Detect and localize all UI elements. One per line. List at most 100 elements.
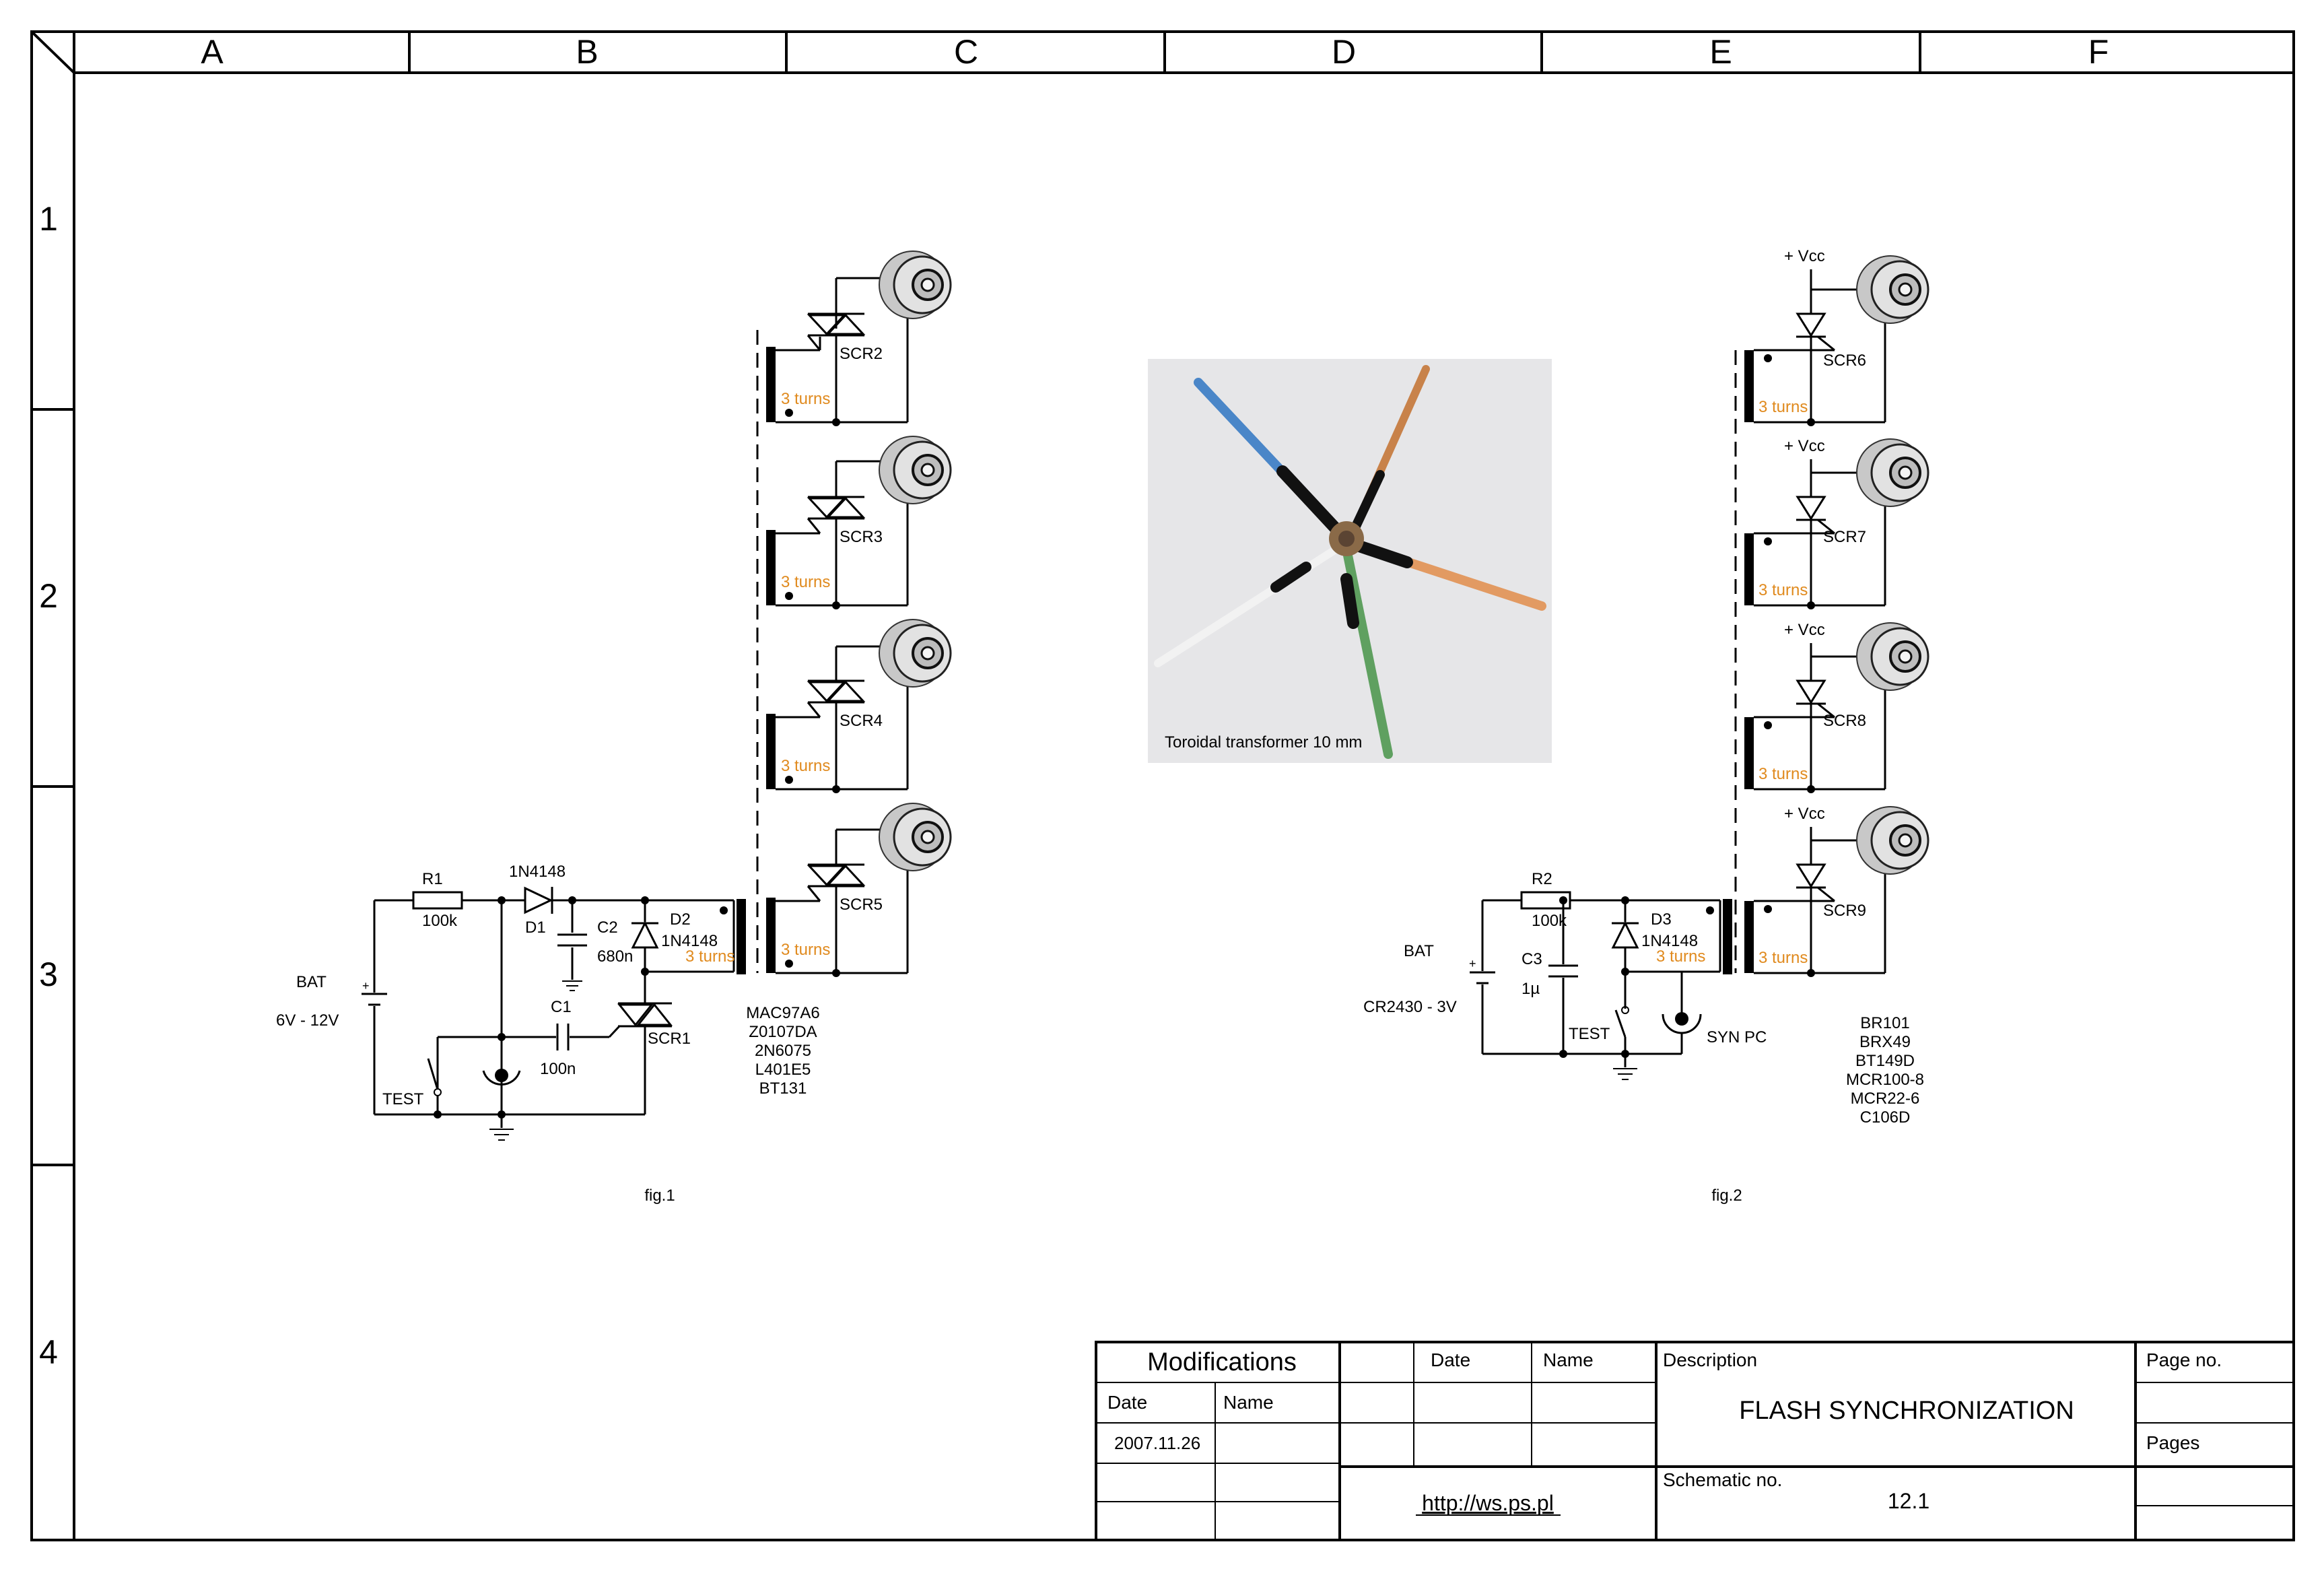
scr-label: SCR9: [1823, 902, 1866, 920]
d2-type: 1N4148: [661, 932, 718, 950]
mod-date-value: 2007.11.26: [1114, 1433, 1200, 1453]
scr-label: SCR3: [840, 528, 883, 546]
row-labels: 1 2 3 4: [39, 200, 58, 1371]
scr-label: SCR6: [1823, 352, 1866, 370]
column-label: C: [954, 33, 978, 71]
fig1-caption: fig.1: [644, 1186, 675, 1205]
column-label: B: [576, 33, 598, 71]
slave-turns-label: 3 turns: [781, 941, 830, 959]
thyristor-type: BRX49: [1859, 1033, 1911, 1051]
toroid-photo: Toroidal transformer 10 mm: [1148, 359, 1552, 763]
vcc-label: + Vcc: [1784, 805, 1825, 823]
flash-socket: [1856, 255, 1929, 324]
slave-turns-label: 3 turns: [781, 390, 830, 408]
syn-pc-label: SYN PC: [1707, 1028, 1767, 1046]
fig1-circuit: + BAT 6V - 12V R1 100k 1N4148 D1 C2 680n: [276, 330, 820, 1205]
column-label: D: [1332, 33, 1356, 71]
slave-turns-label: 3 turns: [781, 757, 830, 775]
fig2-slave-3: 3 turns + Vcc SCR8: [1744, 621, 1929, 793]
fig2-slave-2: 3 turns + Vcc SCR7: [1744, 437, 1929, 609]
c2-label: C2: [597, 918, 618, 937]
mod-date-header: Date: [1107, 1392, 1147, 1413]
battery-voltage: CR2430 - 3V: [1363, 998, 1457, 1016]
sync-socket: [482, 1069, 521, 1086]
test-label: TEST: [1569, 1025, 1610, 1043]
d2-label: D2: [670, 910, 691, 929]
c3-label: C3: [1522, 950, 1542, 968]
flash-socket: [1856, 622, 1929, 691]
diode-d3: [1611, 900, 1639, 972]
row-label: 2: [39, 577, 58, 615]
thyristor-type: BT149D: [1855, 1052, 1915, 1070]
d1-type: 1N4148: [509, 863, 566, 881]
column-labels: A B C D E F: [201, 33, 2109, 71]
fig2-slave-1: 3 turns + Vcc SCR6: [1744, 247, 1929, 426]
mod-name-header: Name: [1223, 1392, 1274, 1413]
slave-turns-label: 3 turns: [1758, 765, 1808, 783]
main-turns-label: 3 turns: [685, 947, 734, 966]
fig2-circuit: + BAT CR2430 - 3V R2 100k C3 1µ D3 1N: [1363, 350, 1924, 1205]
schematic-no-header: Schematic no.: [1663, 1469, 1782, 1490]
photo-caption: Toroidal transformer 10 mm: [1165, 733, 1362, 751]
flash-socket: [879, 250, 952, 319]
triac-type: Z0107DA: [749, 1023, 817, 1041]
flash-socket: [879, 436, 952, 504]
triac-type: 2N6075: [755, 1042, 811, 1060]
fig1-slave-2: 3 turns SCR3: [766, 436, 952, 609]
schematic-no-value: 12.1: [1888, 1489, 1929, 1513]
website-link[interactable]: http://ws.ps.pl: [1422, 1491, 1554, 1515]
page-no-header: Page no.: [2146, 1349, 2222, 1370]
fig1-slave-3: 3 turns SCR4: [766, 619, 952, 793]
title-block: Modifications Date Name 2007.11.26 Date …: [1095, 1341, 2295, 1541]
test-label: TEST: [382, 1090, 424, 1108]
vcc-label: + Vcc: [1784, 247, 1825, 265]
modifications-header: Modifications: [1147, 1348, 1297, 1376]
transformer-core-main: [737, 899, 746, 974]
pages-header: Pages: [2146, 1432, 2199, 1453]
svg-text:+: +: [1469, 957, 1476, 970]
resistor-r1: [412, 891, 463, 910]
scr-label: SCR2: [840, 345, 883, 363]
fig1-slave-1: 3 turns SCR2: [766, 250, 952, 426]
description-header: Description: [1663, 1349, 1757, 1370]
c2-value: 680n: [597, 947, 633, 966]
triac-type: MAC97A6: [746, 1004, 819, 1022]
thyristor-type: BR101: [1860, 1014, 1909, 1032]
sync-socket: [1662, 1012, 1702, 1034]
battery-voltage: 6V - 12V: [276, 1011, 339, 1030]
fig1-slave-4: 3 turns SCR5: [766, 803, 952, 977]
slave-turns-label: 3 turns: [781, 573, 830, 591]
battery-symbol: +: [1469, 900, 1495, 1054]
name-header: Name: [1543, 1349, 1594, 1370]
thyristor-type: C106D: [1860, 1108, 1911, 1127]
r1-label: R1: [422, 870, 443, 888]
c1-label: C1: [551, 998, 572, 1016]
test-switch: [427, 1037, 442, 1114]
thyristor-type: MCR100-8: [1846, 1071, 1924, 1089]
c1-value: 100n: [540, 1060, 576, 1078]
scr-label: SCR5: [840, 896, 883, 914]
d3-label: D3: [1651, 910, 1672, 929]
vcc-label: + Vcc: [1784, 437, 1825, 455]
d3-type: 1N4148: [1641, 932, 1698, 950]
c3-value: 1µ: [1522, 980, 1540, 998]
column-label: A: [201, 33, 224, 71]
slave-turns-label: 3 turns: [1758, 581, 1808, 599]
date-header: Date: [1431, 1349, 1470, 1370]
column-label: E: [1709, 33, 1732, 71]
fig2-caption: fig.2: [1711, 1186, 1742, 1205]
scr-label: SCR4: [840, 712, 883, 730]
scr-label: SCR8: [1823, 712, 1866, 730]
row-label: 3: [39, 956, 58, 993]
svg-text:+: +: [362, 979, 370, 993]
transformer-core-main: [1723, 899, 1732, 974]
d1-label: D1: [525, 918, 546, 937]
triac-type: BT131: [759, 1079, 807, 1098]
slave-turns-label: 3 turns: [1758, 398, 1808, 416]
flash-socket: [879, 803, 952, 871]
fig2-slave-4: 3 turns + Vcc SCR9: [1744, 805, 1929, 977]
main-turns-label: 3 turns: [1656, 947, 1705, 966]
triac-type: L401E5: [755, 1061, 811, 1079]
battery-label: BAT: [1404, 942, 1434, 960]
column-label: F: [2088, 33, 2109, 71]
